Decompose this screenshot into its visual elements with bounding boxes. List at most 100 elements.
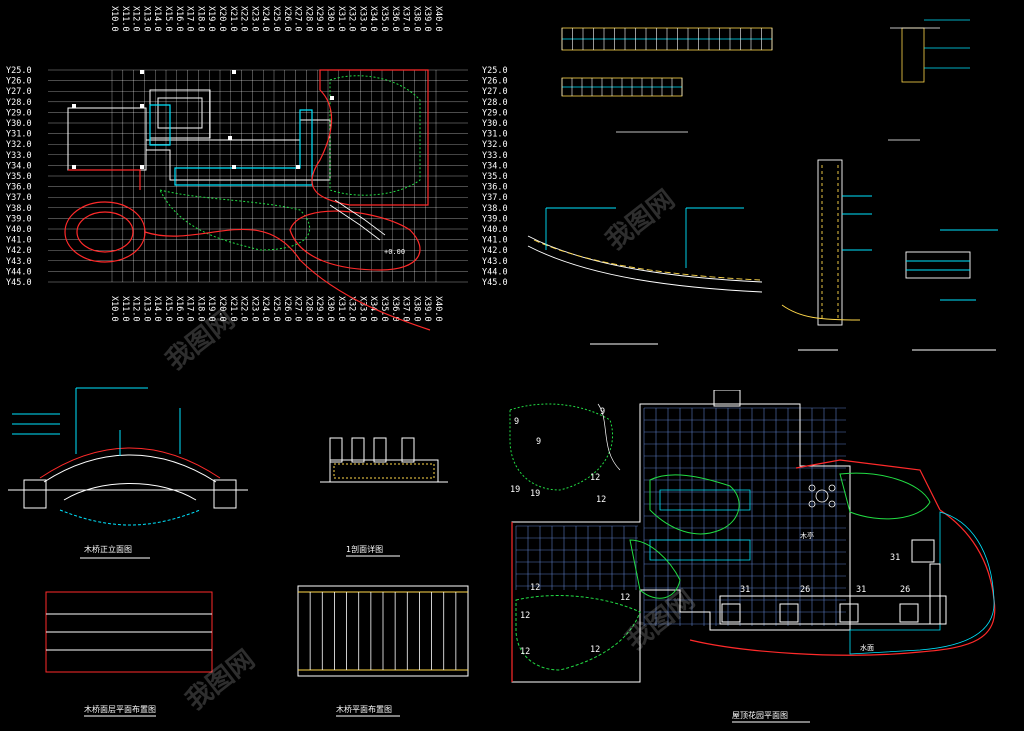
y-axis-labels-left: Y25.0Y26.0Y27.0Y28.0Y29.0Y30.0Y31.0Y32.0… [6,66,32,288]
plant-code: 26 [900,585,910,595]
x-axis-label: X36.0 [390,296,400,322]
y-axis-label: Y31.0 [482,130,508,140]
x-axis-label: X26.0 [282,296,292,322]
x-axis-label: X19.0 [206,296,216,322]
x-axis-label: X10.0 [109,6,119,32]
x-axis-label: X20.0 [217,296,227,322]
plant-code: 9 [600,407,605,417]
x-axis-label: X40.0 [433,6,443,32]
x-axis-label: X39.0 [422,296,432,322]
y-axis-label: Y43.0 [6,257,32,267]
y-axis-label: Y38.0 [482,204,508,214]
y-axis-label: Y34.0 [482,161,508,171]
x-axis-label: X12.0 [131,6,141,32]
y-axis-label: Y41.0 [482,236,508,246]
plant-code: 12 [620,593,630,603]
x-axis-label: X33.0 [357,296,367,322]
y-axis-label: Y28.0 [6,98,32,108]
x-axis-label: X13.0 [141,296,151,322]
detail-panel-top-right [520,0,1024,380]
y-axis-label: Y37.0 [6,193,32,203]
x-axis-label: X25.0 [271,6,281,32]
dining-set [808,484,836,508]
x-axis-label: X40.0 [433,296,443,322]
x-axis-label: X17.0 [185,6,195,32]
plant-code: 31 [890,553,900,563]
garden-water [649,489,995,655]
bridge-drawings: 木桥正立面图 1剖面详图 木桥面层平面布置图 [8,387,469,717]
y-axis-label: Y26.0 [482,77,508,87]
x-axis-label: X28.0 [303,296,313,322]
x-axis-label: X35.0 [379,296,389,322]
bridge-elevation-title: 木桥正立面图 [84,544,132,554]
x-axis-label: X32.0 [347,6,357,32]
plant-code: 12 [520,647,530,657]
x-axis-label: X22.0 [239,296,249,322]
x-axis-label: X18.0 [195,296,205,322]
x-axis-label: X11.0 [120,296,130,322]
planting-areas [159,75,421,251]
y-axis-label: Y45.0 [6,278,32,288]
y-axis-label: Y43.0 [482,257,508,267]
water-label: 水面 [860,643,874,652]
x-axis-label: X23.0 [249,296,259,322]
y-axis-label: Y30.0 [482,119,508,129]
x-axis-label: X21.0 [228,6,238,32]
x-axis-label: X35.0 [379,6,389,32]
plant-code: 9 [536,437,541,447]
plant-code: 19 [510,485,520,495]
x-axis-label: X33.0 [357,6,367,32]
x-axis-label: X29.0 [314,6,324,32]
curved-bed-detail [527,207,763,345]
detail-drawings [527,19,998,351]
x-axis-label: X18.0 [195,6,205,32]
bridge-elevation [8,387,248,559]
bridge-plan-planks [309,592,457,670]
y-axis-label: Y45.0 [482,278,508,288]
x-axis-label: X16.0 [174,296,184,322]
y-axis-label: Y40.0 [482,225,508,235]
bridge-detail-panel: 木桥正立面图 1剖面详图 木桥面层平面布置图 [0,370,500,731]
y-axis-label: Y37.0 [482,193,508,203]
y-axis-label: Y33.0 [6,151,32,161]
y-axis-label: Y31.0 [6,130,32,140]
y-axis-label: Y41.0 [6,236,32,246]
plant-code: 12 [520,611,530,621]
bridge-plan-title: 木桥平面布置图 [336,704,392,714]
x-axis-label: X20.0 [217,6,227,32]
y-axis-label: Y26.0 [6,77,32,87]
column-markers [72,70,334,169]
tree-planters [721,539,941,625]
x-axis-label: X37.0 [401,296,411,322]
bridge-deck-title: 木桥面层平面布置图 [84,704,156,714]
y-axis-label: Y36.0 [6,183,32,193]
x-axis-label: X15.0 [163,296,173,322]
x-axis-label: X30.0 [325,6,335,32]
y-axis-label: Y39.0 [482,214,508,224]
plant-code: 9 [514,417,519,427]
garden-plan-panel: 9 9 9 19 19 12 12 12 12 12 12 31 26 31 2… [500,390,1024,731]
y-axis-label: Y32.0 [482,140,508,150]
plant-code: 12 [590,473,600,483]
retaining-wall-detail [781,159,872,351]
garden-plan-drawing: 9 9 9 19 19 12 12 12 12 12 12 31 26 31 2… [509,390,996,723]
garden-plan-title: 屋顶花园平面图 [732,710,788,720]
x-axis-label: X32.0 [347,296,357,322]
x-axis-label: X36.0 [390,6,400,32]
x-axis-label: X14.0 [152,6,162,32]
stone-edging [597,403,801,471]
x-axis-label: X24.0 [260,6,270,32]
x-axis-label: X31.0 [336,6,346,32]
y-axis-label: Y44.0 [6,267,32,277]
garden-outline [511,390,947,683]
beam-ticks [561,28,773,96]
y-axis-label: Y29.0 [482,108,508,118]
y-axis-label: Y36.0 [482,183,508,193]
x-axis-label: X14.0 [152,296,162,322]
x-axis-label: X38.0 [411,296,421,322]
y-axis-label: Y42.0 [6,246,32,256]
stone-path [329,199,386,241]
